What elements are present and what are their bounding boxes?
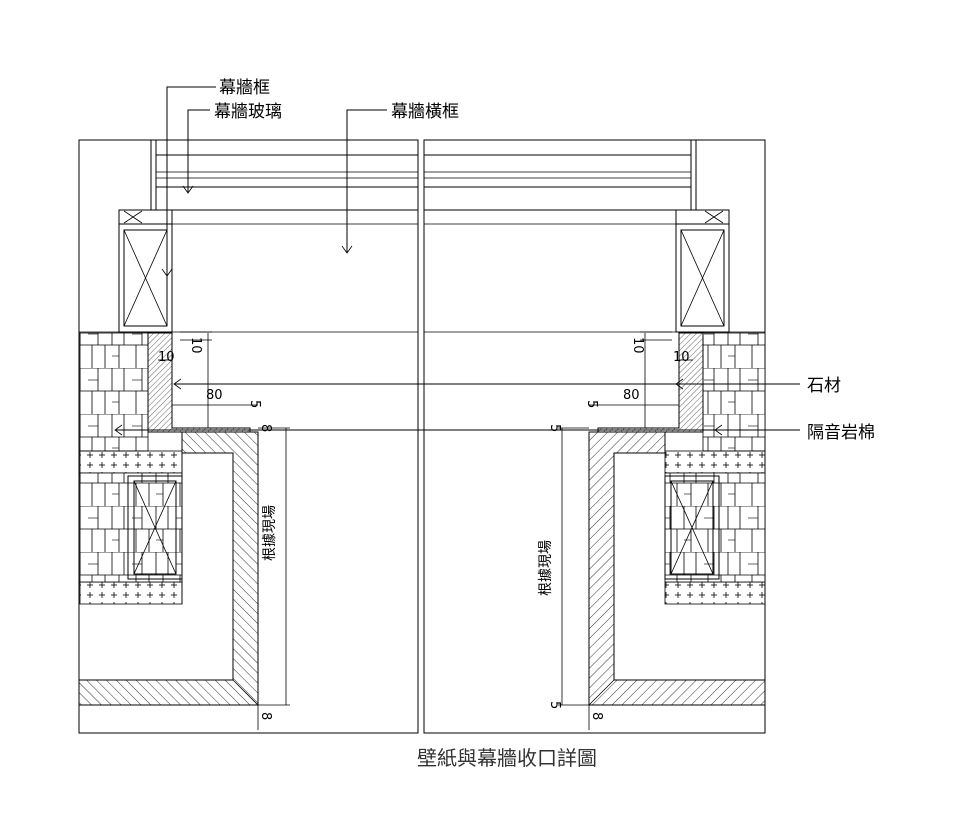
right-dim-10-top: 10 bbox=[630, 337, 645, 354]
left-stone-wall bbox=[79, 332, 149, 452]
left-rockwool-top bbox=[79, 450, 183, 474]
right-dim-5-side: 5 bbox=[547, 424, 562, 432]
left-wall-section bbox=[78, 431, 259, 706]
right-lower-stone bbox=[664, 472, 766, 583]
right-stone-finish bbox=[597, 332, 704, 433]
label-transom: 幕牆橫框 bbox=[391, 102, 459, 122]
right-dim-site: 根據現場 bbox=[538, 540, 554, 596]
left-rockwool-bottom bbox=[79, 581, 183, 605]
left-dim-site: 根據現場 bbox=[262, 505, 278, 561]
right-lower-frame bbox=[664, 475, 720, 580]
left-dim-10-top: 10 bbox=[188, 337, 203, 354]
right-rockwool-top bbox=[664, 450, 766, 474]
right-mullion bbox=[690, 139, 697, 211]
left-dim-80: 80 bbox=[206, 388, 223, 403]
label-rockwool: 隔音岩棉 bbox=[807, 423, 875, 443]
label-stone: 石材 bbox=[807, 376, 841, 396]
label-frame: 幕牆框 bbox=[219, 78, 270, 98]
left-dim-8-top: 8 bbox=[258, 424, 273, 432]
left-dim-8-bottom: 8 bbox=[258, 712, 273, 720]
left-stone-finish bbox=[147, 332, 251, 433]
left-dim-10-side: 10 bbox=[158, 350, 175, 365]
right-glass-band-lower bbox=[423, 186, 692, 211]
right-dim-5-top: 5 bbox=[584, 400, 599, 408]
callout-leaders bbox=[114, 86, 800, 436]
right-dim-10-side: 10 bbox=[673, 350, 690, 365]
left-dim-5-top: 5 bbox=[247, 400, 262, 408]
right-dim-5-bottom: 5 bbox=[547, 701, 562, 709]
left-panel-border bbox=[78, 139, 419, 734]
right-glass-band-upper bbox=[423, 154, 692, 188]
label-glass: 幕牆玻璃 bbox=[214, 102, 282, 122]
left-glass-band-lower bbox=[155, 186, 419, 211]
drawing-title: 壁紙與幕牆收口詳圖 bbox=[417, 746, 597, 770]
left-lower-stone bbox=[79, 472, 183, 583]
right-stone-wall bbox=[702, 332, 766, 452]
right-rockwool-bottom bbox=[664, 581, 766, 605]
right-dim-8-bottom: 8 bbox=[589, 712, 604, 720]
left-frame-cap bbox=[118, 209, 173, 225]
right-panel: 10 10 80 5 5 5 8 根據現場 bbox=[423, 139, 766, 734]
left-glass-band-upper bbox=[155, 154, 419, 188]
left-panel: 10 10 80 5 8 8 根據現場 bbox=[78, 139, 419, 734]
right-dim-80: 80 bbox=[623, 388, 640, 403]
left-mullion bbox=[150, 139, 157, 211]
